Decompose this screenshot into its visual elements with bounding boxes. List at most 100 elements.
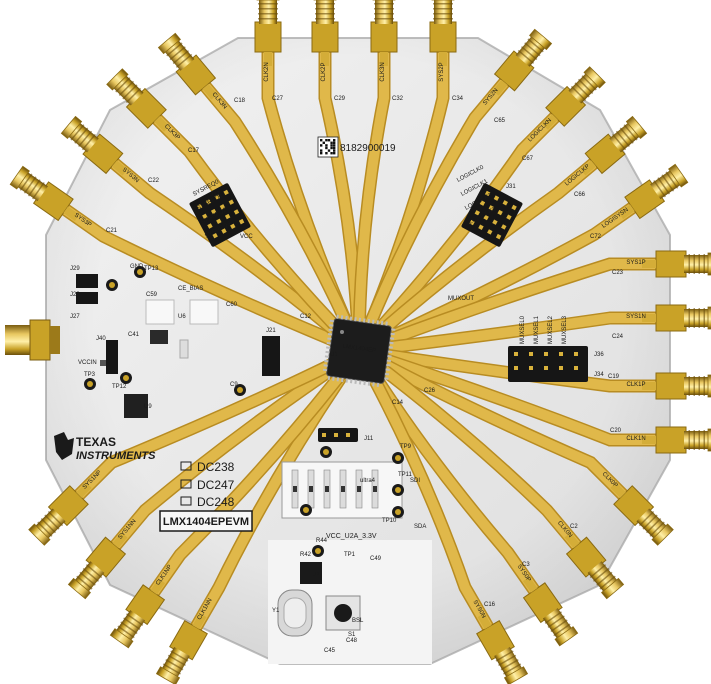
variant-label-1: DC238 bbox=[197, 460, 235, 474]
silk-label: J36 bbox=[594, 352, 604, 358]
silk-label: U6 bbox=[178, 314, 186, 320]
serial-sticker: 8182900019 bbox=[317, 136, 396, 158]
connector-label: CLK2P bbox=[321, 62, 327, 81]
rf-trace-fill bbox=[354, 346, 505, 653]
connector-label: CLK2N bbox=[264, 62, 270, 81]
silk-label: J34 bbox=[594, 372, 604, 378]
silk-label: TP10 bbox=[382, 518, 397, 524]
silk-label: C29 bbox=[334, 96, 346, 102]
header-j36 bbox=[508, 346, 588, 382]
silk-label: TP1 bbox=[344, 552, 356, 558]
silk-label: J37 bbox=[210, 192, 220, 198]
sma-connectors bbox=[9, 0, 711, 684]
silk-label: MUXSEL1 bbox=[534, 315, 540, 344]
silk-label: C65 bbox=[494, 118, 506, 124]
sma-connector bbox=[610, 482, 674, 546]
silk-label: J23 bbox=[70, 292, 80, 298]
silk-label: SDI bbox=[410, 478, 420, 484]
sma-connector bbox=[476, 613, 529, 684]
rf-trace-fill bbox=[354, 23, 389, 356]
header-j11 bbox=[318, 428, 358, 442]
brand-line1: TEXAS bbox=[76, 435, 116, 449]
silk-label: TP12 bbox=[112, 384, 127, 390]
silk-label: R44 bbox=[316, 538, 328, 544]
silk-label: VCCIN bbox=[78, 360, 97, 366]
variant-checkboxes: DC238 DC247 DC248 bbox=[180, 460, 235, 509]
rf-trace-fill bbox=[354, 313, 685, 356]
sma-connector bbox=[106, 68, 170, 132]
silk-label: C66 bbox=[574, 192, 586, 198]
serial-number: 8182900019 bbox=[340, 143, 396, 154]
ti-logo-icon bbox=[54, 432, 74, 460]
connector-label: CLK3N bbox=[380, 62, 386, 81]
silk-label: C67 bbox=[522, 156, 534, 162]
silk-label: U9 bbox=[144, 404, 152, 410]
header-j31 bbox=[461, 183, 523, 247]
board-name-plate: LMX1404EPEVM bbox=[159, 510, 253, 532]
silk-label: VCC bbox=[240, 234, 253, 240]
rf-trace-fill bbox=[41, 191, 364, 356]
silk-label: CE_BIAS bbox=[178, 286, 203, 292]
silk-label: C20 bbox=[610, 428, 622, 434]
variant-checkbox-1 bbox=[180, 461, 192, 471]
sma-connector bbox=[9, 165, 80, 222]
silk-label: U2 bbox=[312, 572, 320, 578]
silk-label: MUXOUT bbox=[448, 296, 474, 302]
silk-label: C48 bbox=[346, 638, 358, 644]
sma-connector bbox=[109, 578, 166, 649]
sma-connector bbox=[429, 0, 457, 66]
sma-connector bbox=[580, 115, 648, 176]
variant-checkbox-3 bbox=[180, 496, 192, 506]
rf-trace-fill bbox=[135, 97, 364, 356]
sma-connector bbox=[564, 532, 625, 600]
header-j37 bbox=[189, 183, 251, 247]
rf-trace-fill bbox=[354, 346, 597, 569]
silk-label: U1 bbox=[330, 352, 338, 358]
silk-label: C34 bbox=[452, 96, 464, 102]
silk-label: J11 bbox=[364, 436, 374, 442]
rf-trace-fill bbox=[354, 346, 685, 445]
sma-connector bbox=[642, 304, 711, 332]
qr-code-icon bbox=[320, 139, 336, 155]
silk-label: TP11 bbox=[398, 472, 413, 478]
silk-label: C21 bbox=[106, 228, 118, 234]
sma-connector bbox=[28, 482, 92, 546]
silk-label: C2 bbox=[570, 524, 578, 530]
reset-switch bbox=[325, 595, 361, 631]
silk-label: C19 bbox=[608, 374, 620, 380]
header-j40 bbox=[106, 340, 118, 374]
sma-connector bbox=[642, 426, 711, 454]
silk-label: C3 bbox=[522, 562, 530, 568]
sma-connector bbox=[492, 28, 553, 96]
jumper-label: ultra4 bbox=[360, 478, 376, 484]
silk-label: C12 bbox=[300, 314, 312, 320]
silk-label: C16 bbox=[484, 602, 496, 608]
silk-label: C22 bbox=[148, 178, 160, 184]
silk-label: S1 bbox=[348, 632, 356, 638]
sma-connector bbox=[618, 163, 689, 220]
silk-label: C9 bbox=[230, 382, 238, 388]
header-j21 bbox=[262, 336, 280, 376]
variant-checkbox-2 bbox=[180, 479, 192, 489]
silk-label: C60 bbox=[226, 302, 238, 308]
silk-label: C32 bbox=[392, 96, 404, 102]
sma-connector bbox=[157, 32, 218, 100]
sma-connector bbox=[542, 66, 606, 130]
brand-line2: INSTRUMENTS bbox=[76, 450, 156, 462]
connector-label: SYS1N bbox=[626, 314, 646, 320]
silk-label: MUXSEL0 bbox=[520, 315, 526, 344]
silk-label: J21 bbox=[266, 328, 276, 334]
silk-label: C41 bbox=[128, 332, 140, 338]
silk-label: R42 bbox=[300, 552, 312, 558]
silk-label: C59 bbox=[146, 292, 158, 298]
sma-connector bbox=[311, 0, 339, 66]
silk-label: MUXSEL3 bbox=[562, 315, 568, 344]
programming-area: VCC_U2A_3.3V ultra4 bbox=[268, 446, 432, 664]
board-name: LMX1404EPEVM bbox=[163, 516, 249, 528]
lmx1404-chip: LMX1404EP bbox=[322, 314, 396, 388]
silk-label: J40 bbox=[96, 336, 106, 342]
silk-label: BSL bbox=[352, 618, 364, 624]
silk-label: C24 bbox=[612, 334, 624, 340]
silk-label: C18 bbox=[234, 98, 246, 104]
ti-logo-block: TEXAS INSTRUMENTS bbox=[54, 432, 156, 462]
